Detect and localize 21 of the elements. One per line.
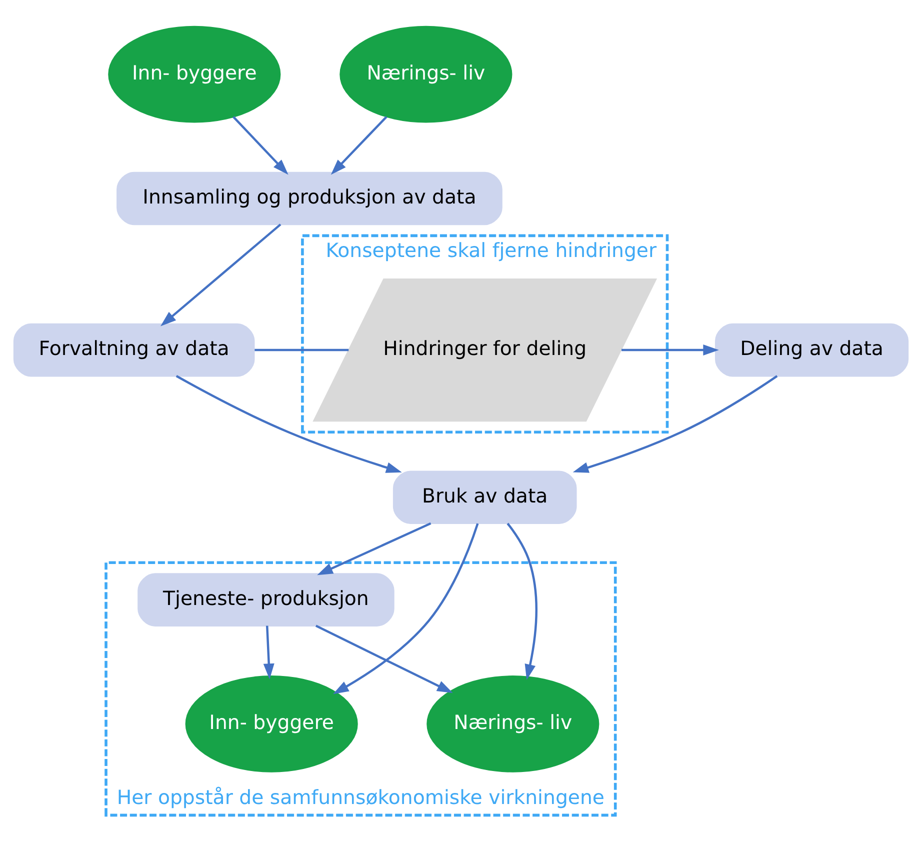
node-box: Deling av data bbox=[714, 322, 909, 376]
node-box: Forvaltning av data bbox=[13, 322, 255, 376]
arrow bbox=[160, 223, 282, 326]
node-ellipse: Inn- byggere bbox=[185, 675, 358, 772]
arrow bbox=[315, 624, 453, 693]
connector bbox=[254, 348, 349, 351]
arrow bbox=[176, 374, 402, 472]
node-ellipse: Nærings- liv bbox=[426, 675, 600, 772]
node-box: Innsamling og produksjon av data bbox=[116, 171, 502, 225]
arrow bbox=[622, 344, 719, 356]
arrow bbox=[263, 625, 274, 679]
node-box: Tjeneste- produksjon bbox=[138, 572, 394, 626]
arrow bbox=[506, 522, 538, 680]
node-ellipse: Nærings- liv bbox=[340, 25, 512, 122]
node-box: Bruk av data bbox=[392, 470, 577, 524]
arrow bbox=[317, 522, 432, 575]
node-ellipse: Inn- byggere bbox=[108, 25, 281, 122]
arrow bbox=[330, 116, 388, 174]
arrow bbox=[572, 374, 778, 472]
arrow bbox=[232, 116, 288, 174]
arrow bbox=[332, 522, 479, 694]
